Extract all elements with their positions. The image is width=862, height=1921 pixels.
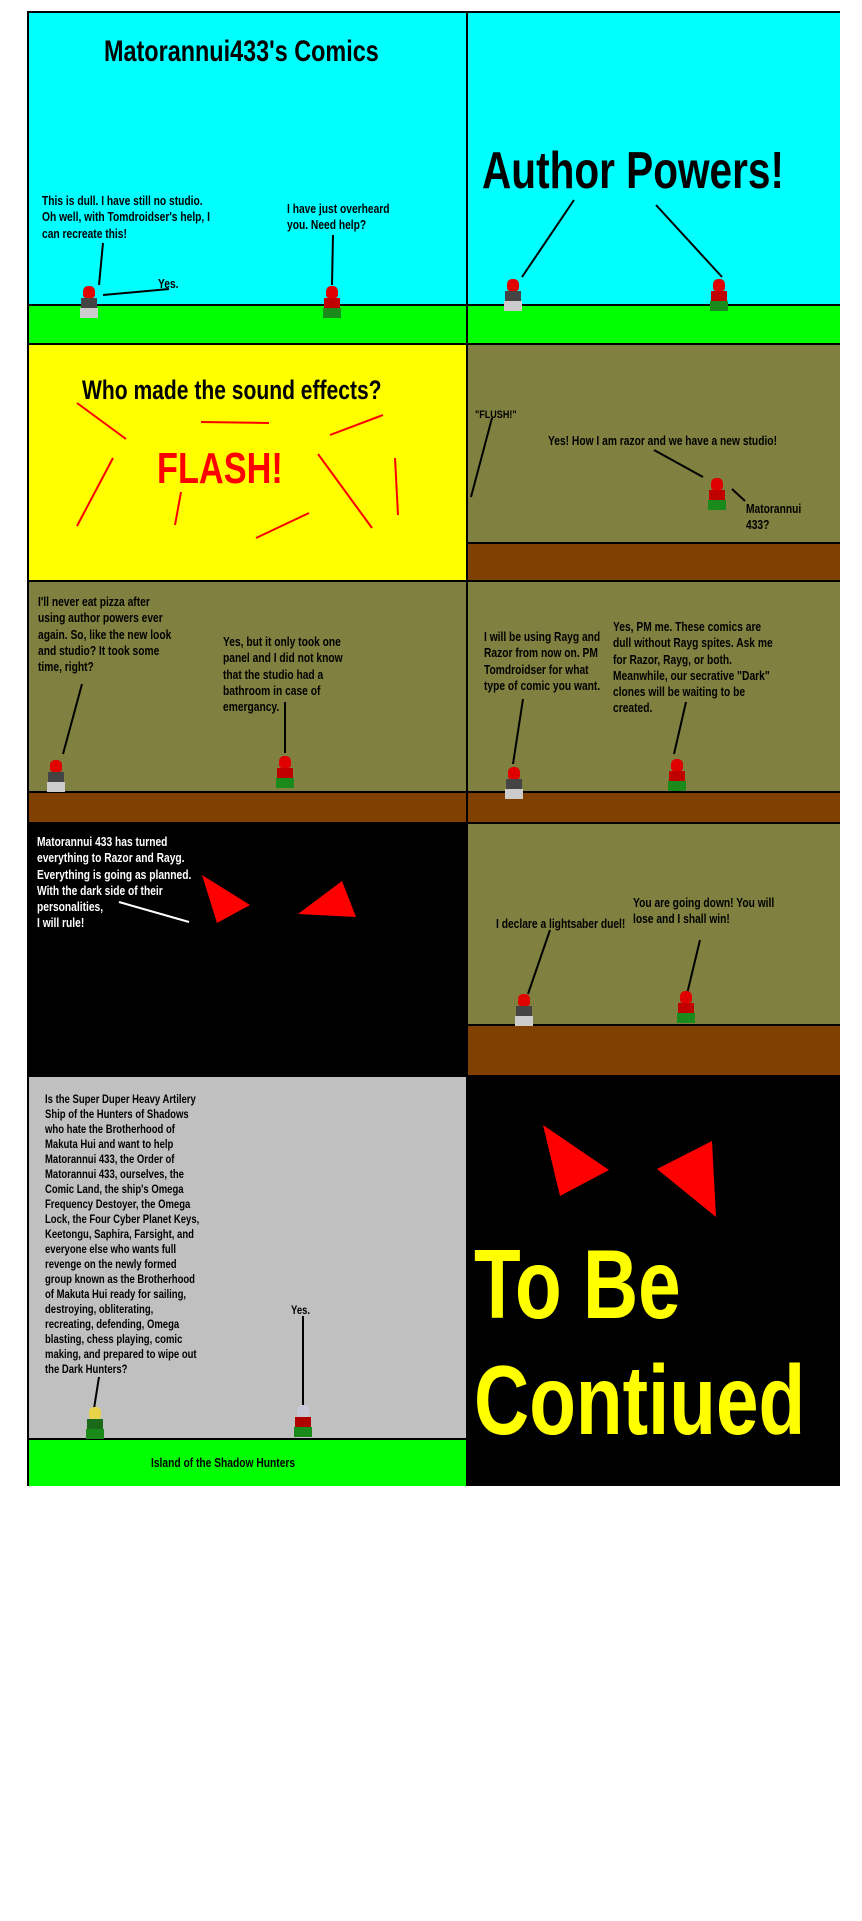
speech-main: Yes! How I am razor and we have a new st… [548,434,777,448]
panel-9: Is the Super Duper Heavy Artilery Ship o… [29,1075,466,1486]
villain-speech: Matorannui 433 has turned everything to … [37,835,192,931]
panel-1: Matorannui433's Comics This is dull. I h… [29,13,466,343]
panel-6: I will be using Rayg and Razor from now … [466,580,840,822]
flash-sound-effect: FLASH! [157,444,283,493]
speech-right: You are going down! You will lose and I … [633,896,775,927]
sound-effects-caption: Who made the sound effects? [82,375,382,405]
speech-left: Is the Super Duper Heavy Artilery Ship o… [45,1093,200,1376]
hunter-character-silver [291,1405,315,1439]
rayg-character [707,279,731,313]
comic-strip: Matorannui433's Comics This is dull. I h… [27,11,840,1486]
red-eye-right-icon [298,881,356,917]
razor-character [501,279,525,313]
red-eye-left-icon [543,1125,609,1196]
rayg-character [273,756,297,790]
studio-floor [29,791,466,822]
to-be-label: To Be [474,1229,681,1339]
panel-8: I declare a lightsaber duel! You are goi… [466,822,840,1075]
panel-7: Matorannui 433 has turned everything to … [29,822,466,1075]
speech-reply: Yes. [158,277,179,291]
speech-right: Yes, PM me. These comics are dull withou… [613,620,773,716]
speech-right: Yes. [291,1304,311,1317]
speech-right: I have just overheard you. Need help? [287,202,390,233]
panel-10: To Be Contiued [466,1075,840,1486]
razor-character [44,760,68,794]
razor-character [502,767,526,801]
speech-left: I declare a lightsaber duel! [496,917,626,931]
panel-3: Who made the sound effects? FLASH! [29,343,466,580]
grass-ground [29,304,466,343]
studio-floor [468,1024,840,1075]
speech-right: Yes, but it only took one panel and I di… [223,635,343,714]
speech-left: I will be using Rayg and Razor from now … [484,630,601,693]
red-eye-right-icon [657,1141,716,1217]
razor-character [512,994,536,1028]
grass-ground [29,1438,466,1486]
panel-4: "FLUSH!" Yes! How I am razor and we have… [466,343,840,580]
razor-character [705,478,729,512]
location-caption: Island of the Shadow Hunters [151,1456,296,1470]
studio-floor [468,542,840,580]
comic-title: Matorannui433's Comics [104,35,379,68]
continued-label: Contiued [474,1345,806,1455]
panel-2: Author Powers! [466,13,840,343]
rayg-character [665,759,689,793]
panel-5: I'll never eat pizza after using author … [29,580,466,822]
red-eye-left-icon [202,875,250,923]
razor-character [77,286,101,320]
speech-left: I'll never eat pizza after using author … [38,595,172,674]
speech-left: This is dull. I have still no studio. Oh… [42,194,210,241]
grass-ground [468,304,840,343]
speech-side: Matorannui 433? [746,502,802,533]
rayg-character [674,991,698,1025]
studio-floor [468,791,840,822]
hunter-character-yellow [83,1407,107,1441]
rayg-character [320,286,344,320]
flush-sound: "FLUSH!" [475,409,517,421]
author-powers-title: Author Powers! [482,142,784,200]
